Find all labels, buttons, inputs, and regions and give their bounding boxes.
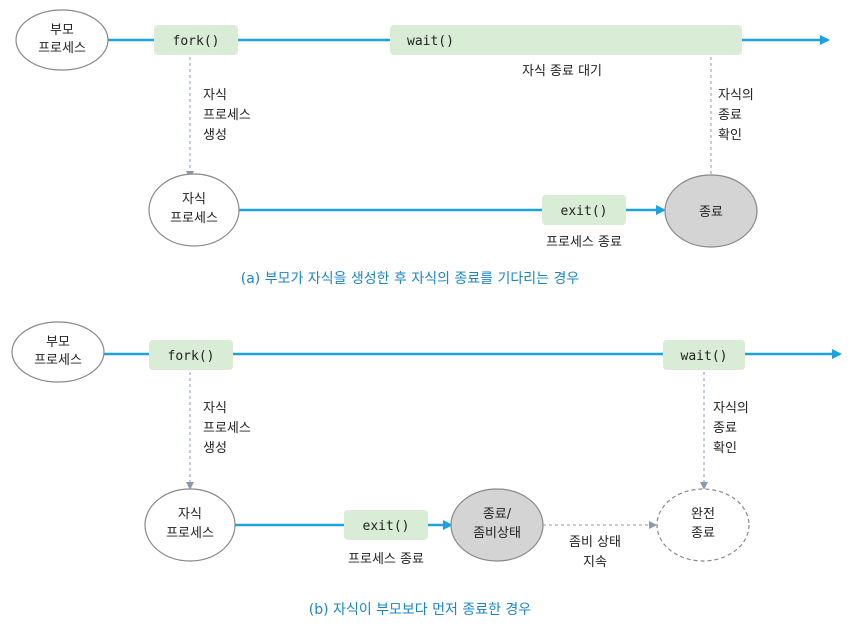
a-end-node bbox=[664, 174, 758, 248]
b-create-label-3: 생성 bbox=[203, 441, 227, 456]
b-parent-label-2: 프로세스 bbox=[34, 353, 82, 368]
b-zombie-keep-label-1: 좀비 상태 bbox=[569, 535, 621, 550]
b-create-label-2: 프로세스 bbox=[203, 421, 251, 436]
b-child-process-node bbox=[144, 488, 236, 562]
a-parent-label-2: 프로세스 bbox=[38, 41, 86, 56]
a-exit-label: exit() bbox=[561, 204, 608, 219]
a-wait-caption: 자식 종료 대기 bbox=[522, 64, 602, 79]
b-complete-label-1: 완전 bbox=[691, 507, 715, 522]
b-zombie-label-1: 종료/ bbox=[483, 507, 512, 522]
b-child-label-2: 프로세스 bbox=[166, 526, 214, 541]
b-wait-label: wait() bbox=[681, 349, 728, 364]
b-child-label-1: 자식 bbox=[178, 507, 202, 522]
a-wait-label: wait() bbox=[407, 34, 454, 49]
b-zombie-label-2: 좀비상태 bbox=[473, 526, 521, 541]
a-confirm-label-2: 종료 bbox=[718, 108, 742, 123]
b-exit-label: exit() bbox=[363, 519, 410, 534]
a-confirm-label-3: 확인 bbox=[718, 128, 742, 143]
b-exit-caption: 프로세스 종료 bbox=[348, 552, 424, 567]
diagram-a: 부모 프로세스 fork() wait() 자식 종료 대기 자식 프로세스 생… bbox=[15, 9, 830, 287]
a-confirm-label-1: 자식의 bbox=[718, 88, 754, 103]
a-child-label-1: 자식 bbox=[182, 192, 206, 207]
a-fork-label: fork() bbox=[173, 34, 220, 49]
b-exit-box bbox=[344, 510, 428, 540]
a-exit-caption: 프로세스 종료 bbox=[546, 235, 622, 250]
diagram-b: 부모 프로세스 fork() wait() 자식 프로세스 생성 자식의 종료 … bbox=[11, 321, 842, 618]
b-parent-label-1: 부모 bbox=[46, 335, 70, 350]
b-fork-box bbox=[149, 340, 233, 370]
a-create-label-1: 자식 bbox=[203, 88, 227, 103]
b-fork-label: fork() bbox=[168, 349, 215, 364]
b-parent-process-node bbox=[11, 321, 105, 383]
b-confirm-label-1: 자식의 bbox=[713, 401, 749, 416]
a-end-label: 종료 bbox=[699, 205, 723, 220]
a-parent-process-node bbox=[15, 9, 109, 71]
a-child-process-node bbox=[148, 173, 240, 247]
a-create-label-3: 생성 bbox=[203, 128, 227, 143]
b-zombie-node bbox=[450, 488, 544, 562]
b-complete-end-node bbox=[656, 488, 750, 562]
b-create-label-1: 자식 bbox=[203, 401, 227, 416]
a-fork-box bbox=[154, 25, 238, 55]
a-exit-box bbox=[542, 195, 626, 225]
a-wait-box bbox=[390, 25, 742, 55]
a-create-label-2: 프로세스 bbox=[203, 108, 251, 123]
b-wait-box bbox=[663, 340, 745, 370]
b-caption: (b) 자식이 부모보다 먼저 종료한 경우 bbox=[309, 602, 532, 618]
a-child-label-2: 프로세스 bbox=[170, 211, 218, 226]
b-confirm-label-3: 확인 bbox=[713, 441, 737, 456]
b-zombie-keep-label-2: 지속 bbox=[583, 555, 607, 570]
a-parent-label-1: 부모 bbox=[50, 23, 74, 38]
b-confirm-label-2: 종료 bbox=[713, 421, 737, 436]
b-complete-label-2: 종료 bbox=[691, 526, 715, 541]
a-caption: (a) 부모가 자식을 생성한 후 자식의 종료를 기다리는 경우 bbox=[241, 271, 580, 287]
